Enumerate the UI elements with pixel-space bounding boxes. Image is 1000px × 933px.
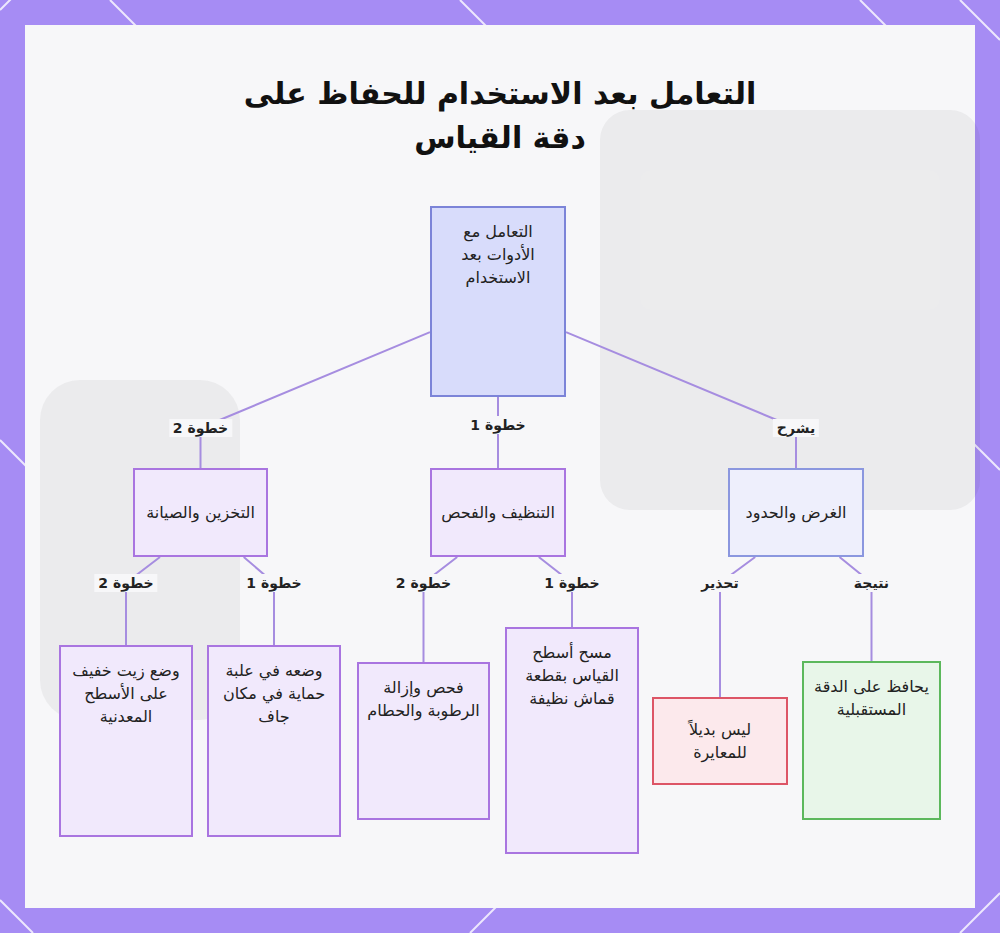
connector: [126, 557, 160, 645]
edge-label: خطوة 2: [169, 419, 232, 437]
node-text: التعامل مع الأدوات بعد الاستخدام: [438, 220, 558, 290]
edge-label: خطوة 1: [540, 574, 603, 592]
topic-box: الغرض والحدود: [728, 468, 864, 557]
warning-box: ليس بديلاً للمعايرة: [652, 697, 788, 785]
connector: [424, 557, 458, 662]
node-text: الغرض والحدود: [746, 501, 847, 524]
topic-box: التنظيف والفحص: [430, 468, 566, 557]
connector: [840, 557, 872, 661]
node-text: وضع زيت خفيف على الأسطح المعدنية: [67, 659, 185, 729]
node-text: ليس بديلاً للمعايرة: [660, 718, 780, 764]
edge-label: خطوة 1: [242, 574, 305, 592]
step-box: وضع زيت خفيف على الأسطح المعدنية: [59, 645, 193, 837]
edge-label: خطوة 2: [392, 574, 455, 592]
step-box: مسح أسطح القياس بقطعة قماش نظيفة: [505, 627, 639, 854]
node-text: فحص وإزالة الرطوبة والحطام: [365, 676, 482, 722]
connector: [201, 332, 431, 468]
edge-label: خطوة 2: [94, 574, 157, 592]
result-box: يحافظ على الدقة المستقبلية: [802, 661, 941, 820]
diagram-title: التعامل بعد الاستخدام للحفاظ على دقة الق…: [240, 72, 760, 159]
node-text: مسح أسطح القياس بقطعة قماش نظيفة: [513, 641, 631, 711]
node-text: يحافظ على الدقة المستقبلية: [810, 675, 933, 721]
edge-label: تحذير: [697, 574, 742, 592]
connector: [244, 557, 274, 645]
topic-box: التخزين والصيانة: [133, 468, 268, 557]
step-box: وضعه في علبة حماية في مكان جاف: [207, 645, 341, 837]
edge-label: خطوة 1: [466, 416, 529, 434]
edge-label: يشرح: [773, 419, 819, 437]
connector: [539, 557, 572, 627]
root-box: التعامل مع الأدوات بعد الاستخدام: [430, 206, 566, 397]
edge-label: نتيجة: [850, 574, 893, 592]
node-text: التخزين والصيانة: [146, 501, 255, 524]
connector: [566, 332, 796, 468]
node-text: وضعه في علبة حماية في مكان جاف: [215, 659, 333, 729]
step-box: فحص وإزالة الرطوبة والحطام: [357, 662, 490, 820]
node-text: التنظيف والفحص: [441, 501, 555, 524]
